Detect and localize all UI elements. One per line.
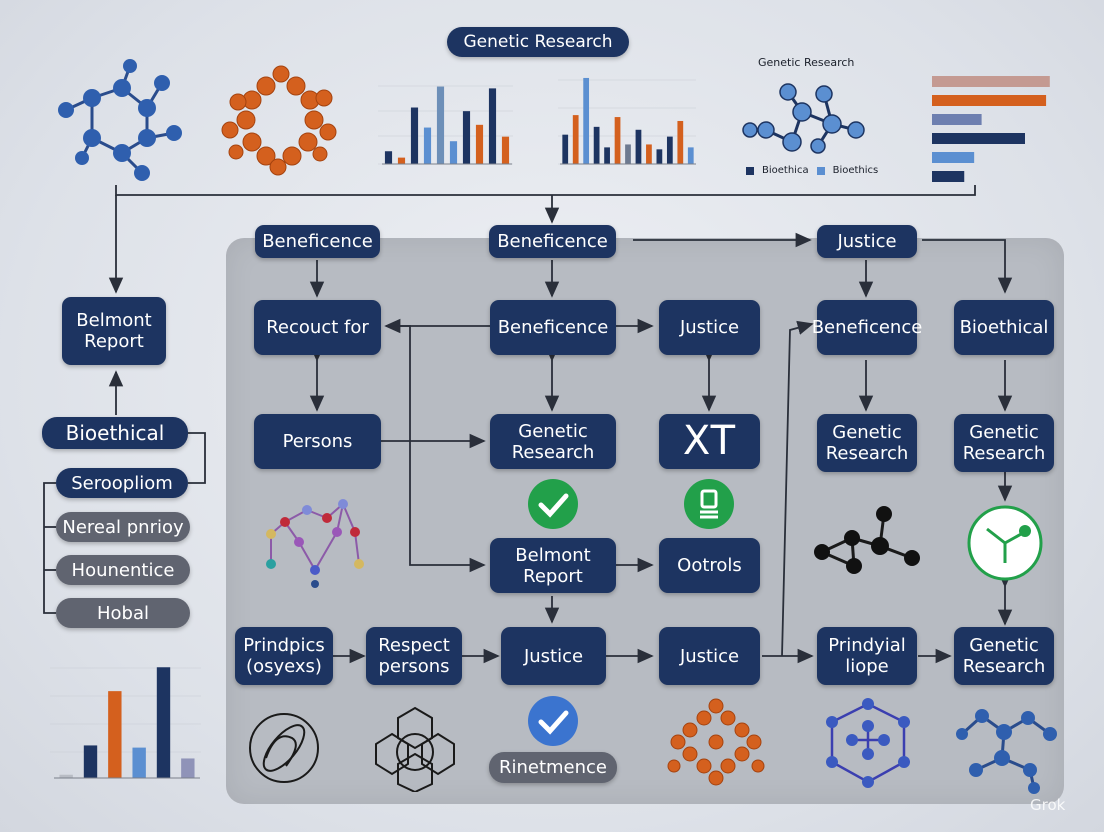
blue-molecule-bottom-icon — [956, 709, 1057, 794]
right-beneficence-node[interactable]: Beneficence — [812, 300, 922, 355]
prindyial-liope-node[interactable]: Prindyial liope — [817, 627, 917, 685]
chart-1-bar-7 — [462, 111, 471, 164]
legend-label-1: Bioethica — [762, 165, 809, 176]
hchart-bar-4 — [932, 133, 1025, 144]
bar-chart-bottom-left — [50, 667, 201, 779]
recount-for-node[interactable]: Recouct for — [254, 300, 381, 355]
side-list-item-4[interactable]: Hobal — [56, 598, 190, 628]
bottom-justice-node-2[interactable]: Justice — [659, 627, 760, 685]
chart-2-bar-6 — [614, 117, 621, 164]
mini-chart-title: Genetic Research — [758, 56, 855, 69]
check-circle-green-icon — [528, 479, 578, 529]
chart-2-bar-4 — [593, 126, 600, 164]
atom-orbit-icon — [249, 713, 319, 783]
hex-lattice-molecule-icon — [826, 698, 910, 788]
chart-4-bar-5 — [156, 667, 171, 778]
chart-1-bar-2 — [397, 157, 406, 164]
orange-cluster-icon — [667, 698, 765, 786]
chart-1-bar-9 — [488, 88, 497, 164]
chart-4-bar-6 — [181, 758, 195, 778]
top-justice-node[interactable]: Justice — [817, 225, 917, 258]
mid-beneficence-node[interactable]: Beneficence — [490, 300, 616, 355]
chart-2-bar-7 — [625, 144, 631, 164]
check-circle-blue-icon — [528, 696, 578, 746]
bar-chart-2 — [558, 77, 696, 165]
chart-2-bar-10 — [656, 149, 663, 164]
top-beneficence-node-1[interactable]: Beneficence — [255, 225, 380, 258]
chart-2-bar-8 — [635, 129, 642, 164]
chart-2-bar-12 — [677, 120, 684, 164]
chart-4-bar-4 — [132, 747, 146, 778]
chart-1-bar-1 — [384, 151, 393, 164]
genetic-research-bottom-node[interactable]: Genetic Research — [954, 627, 1054, 685]
top-beneficence-node-2[interactable]: Beneficence — [489, 225, 616, 258]
hchart-bar-1 — [932, 76, 1050, 87]
chart-2-bar-2 — [572, 115, 579, 164]
side-list-header[interactable]: Bioethical — [42, 417, 188, 449]
horizontal-bar-chart — [932, 76, 1050, 182]
chart-4-bar-1 — [59, 774, 73, 778]
chart-1-bar-4 — [423, 127, 432, 164]
molecule-orange-icon — [221, 65, 337, 176]
hchart-bar-5 — [932, 152, 975, 163]
hchart-bar-3 — [932, 114, 982, 125]
bottom-justice-node-1[interactable]: Justice — [501, 627, 606, 685]
molecule-graph-icon — [742, 83, 865, 154]
mid-justice-node[interactable]: Justice — [659, 300, 760, 355]
molecule-blue-icon — [58, 59, 182, 181]
rinetmence-node[interactable]: Rinetmence — [489, 752, 617, 783]
hexagon-ring-icon — [375, 706, 455, 792]
chart-1-bar-5 — [436, 86, 445, 164]
controls-node[interactable]: Ootrols — [659, 538, 760, 593]
chart-2-bar-13 — [687, 147, 694, 164]
branch-circle-icon — [967, 505, 1043, 581]
right-bioethical-node[interactable]: Bioethical — [954, 300, 1054, 355]
device-badge-green-icon — [684, 479, 734, 529]
chart-4-bar-2 — [83, 745, 98, 778]
black-molecule-icon — [814, 506, 920, 574]
legend-swatch-2 — [816, 166, 825, 175]
chart-2-bar-3 — [583, 77, 590, 164]
chart-4-bar-3 — [108, 691, 122, 778]
chart-1-bar-3 — [410, 107, 419, 164]
chart-1-bar-8 — [475, 124, 484, 164]
genetic-research-center-node[interactable]: Genetic Research — [490, 414, 616, 469]
chart-2-bar-9 — [646, 144, 652, 164]
bar-chart-1 — [378, 85, 513, 165]
legend: Bioethica Bioethics — [746, 165, 878, 176]
side-list-item-2[interactable]: Nereal pnrioy — [56, 512, 190, 542]
chart-2-bar-5 — [604, 147, 610, 164]
header-title-pill: Genetic Research — [447, 27, 629, 57]
respect-persons-node[interactable]: Respect persons — [366, 627, 462, 685]
hchart-bar-2 — [932, 95, 1047, 106]
belmont-report-center-node[interactable]: Belmont Report — [490, 538, 616, 593]
side-list-item-3[interactable]: Hounentice — [56, 555, 190, 585]
chart-2-bar-1 — [562, 134, 569, 164]
genetic-research-right1-node[interactable]: Genetic Research — [817, 414, 917, 472]
chart-1-bar-10 — [501, 136, 510, 164]
principles-node[interactable]: Prindpics (osyexs) — [235, 627, 333, 685]
chart-2-bar-11 — [666, 136, 673, 164]
xt-node[interactable]: XT — [659, 414, 760, 469]
chart-4-grid — [50, 667, 201, 753]
chart-1-bar-6 — [449, 141, 458, 164]
belmont-report-left-node[interactable]: Belmont Report — [62, 297, 166, 365]
legend-swatch-1 — [746, 166, 754, 175]
watermark-grok: Grok — [1030, 796, 1066, 814]
persons-node[interactable]: Persons — [254, 414, 381, 469]
hchart-bar-6 — [932, 171, 965, 182]
side-list-item-1[interactable]: Seroopliom — [56, 468, 188, 498]
genetic-research-right2-node[interactable]: Genetic Research — [954, 414, 1054, 472]
legend-label-2: Bioethics — [832, 165, 879, 176]
colored-molecule-icon — [266, 499, 364, 588]
